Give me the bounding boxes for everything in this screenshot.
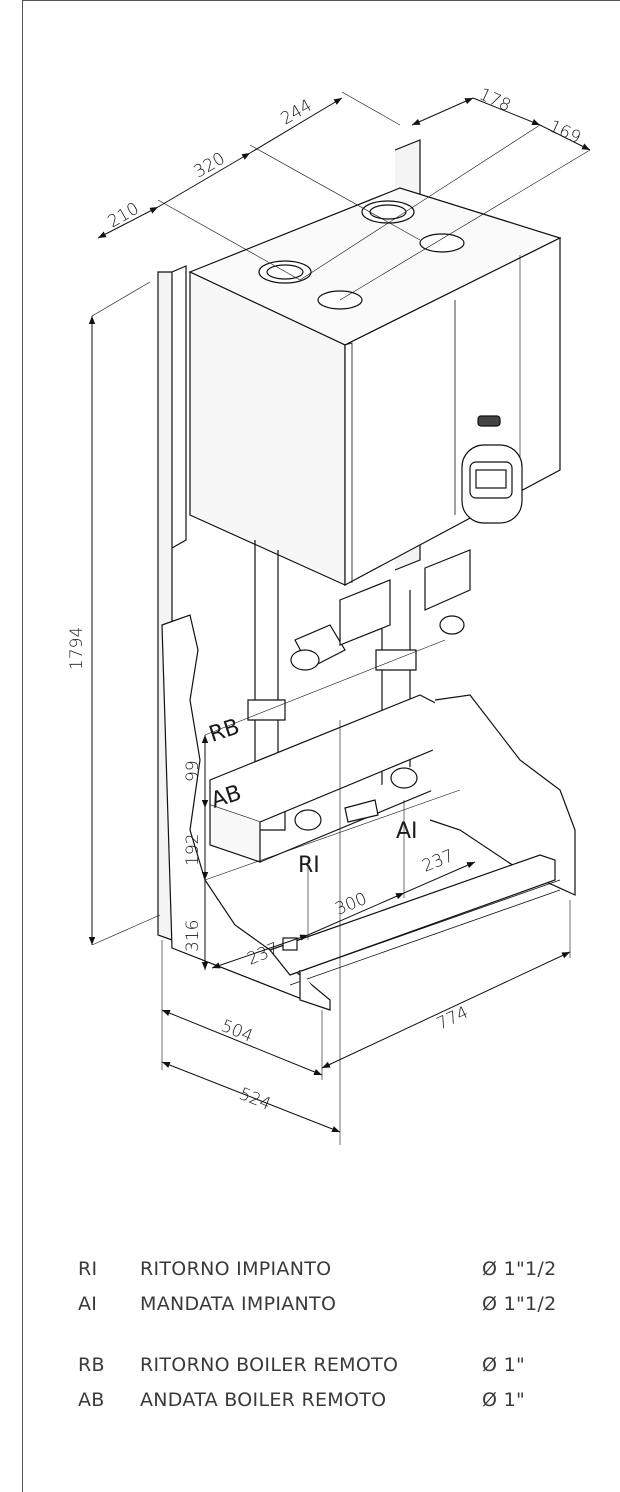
legend-desc: RITORNO IMPIANTO	[140, 1258, 332, 1280]
boiler-technical-drawing: 210 320 244 178 169 1794 99 192 316 237 …	[67, 84, 591, 1145]
dim-192: 192	[183, 834, 203, 866]
frame-top-border	[22, 0, 620, 1]
dim-774: 774	[434, 1003, 472, 1035]
label-ri: RI	[298, 853, 320, 878]
frame-border	[22, 0, 620, 1492]
legend-size: Ø 1"	[482, 1354, 526, 1376]
legend-size: Ø 1"	[482, 1389, 526, 1411]
dim-524: 524	[236, 1084, 274, 1115]
dim-504: 504	[218, 1016, 256, 1047]
legend-size: Ø 1"1/2	[482, 1293, 557, 1315]
dim-316: 316	[183, 920, 203, 952]
dim-300: 300	[332, 889, 370, 920]
dim-99: 99	[183, 760, 203, 782]
dim-169: 169	[546, 116, 584, 148]
dim-1794: 1794	[67, 627, 87, 670]
label-ai: AI	[396, 819, 418, 844]
boiler-body	[157, 139, 576, 1011]
legend-code: RI	[78, 1258, 98, 1280]
legend-code: AB	[78, 1389, 105, 1411]
legend-code: RB	[78, 1354, 105, 1376]
dim-244: 244	[278, 96, 316, 130]
legend-desc: ANDATA BOILER REMOTO	[140, 1389, 387, 1411]
legend-code: AI	[78, 1293, 98, 1315]
dim-210: 210	[105, 199, 143, 233]
dim-178: 178	[476, 84, 514, 116]
legend-desc: RITORNO BOILER REMOTO	[140, 1354, 399, 1376]
legend-desc: MANDATA IMPIANTO	[140, 1293, 337, 1315]
label-rb: RB	[206, 715, 243, 748]
legend-size: Ø 1"1/2	[482, 1258, 557, 1280]
